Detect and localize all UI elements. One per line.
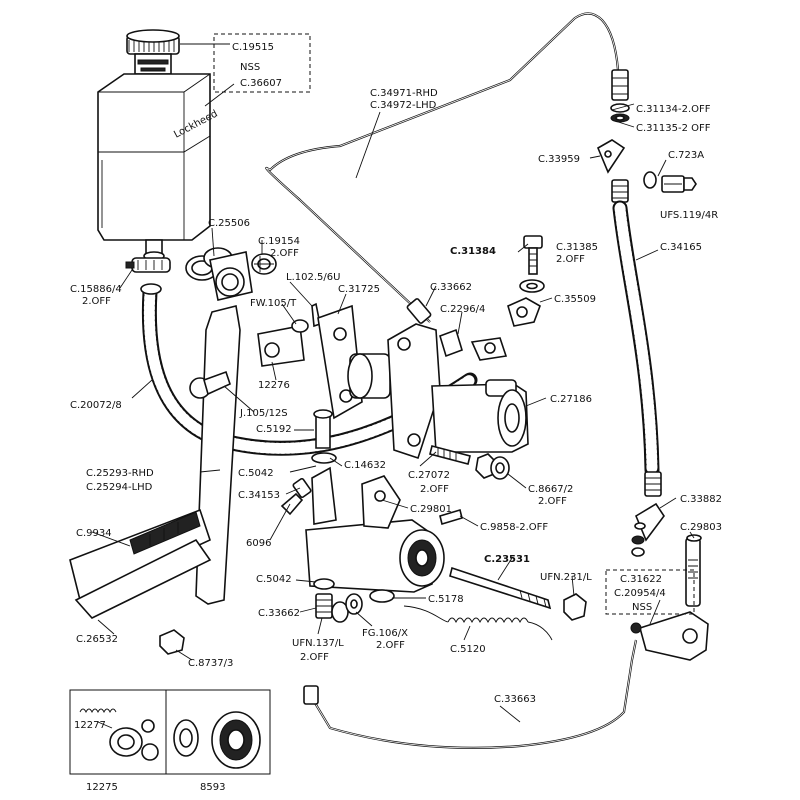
push-rod: [449, 566, 552, 610]
bleed-screw: [280, 477, 312, 516]
label-return-spring: C.5120: [450, 644, 486, 655]
label-union: C.33662: [430, 282, 472, 293]
label-nut3: UFN.137/L: [292, 638, 344, 649]
label-kit-a: 12275: [86, 782, 118, 793]
fluid-reservoir: Lockheed: [97, 29, 220, 261]
pipe-bracket: [596, 139, 626, 174]
label-kit-b: 8593: [200, 782, 225, 793]
label-pipe-long-lhd: C.34972-LHD: [370, 100, 437, 111]
pedal-bushes: [185, 247, 277, 301]
label-seal-b: C.14632: [344, 460, 386, 471]
hose-bracket: [631, 502, 665, 557]
leader-lines: [91, 103, 695, 729]
label-pedal-rhd: C.25293-RHD: [86, 468, 154, 479]
label-rod: C.29803: [680, 522, 722, 533]
slave-cylinder: [305, 466, 445, 593]
slave-union: [313, 578, 363, 623]
label-pipe-long-rhd: C.34971-RHD: [370, 88, 438, 99]
nss-group-box-bottom: [605, 569, 695, 615]
slave-push-rod: [685, 534, 702, 607]
label-nut-qty: 2.OFF: [538, 496, 567, 507]
pipe-washers: [610, 103, 630, 123]
label-boot: C.31622: [620, 574, 662, 585]
long-pipe: [265, 12, 629, 324]
label-clip: C.33959: [538, 154, 580, 165]
label-washer-fg: FG.106/X: [362, 628, 408, 639]
lock-nut: [563, 593, 587, 621]
label-bleed: 6096: [246, 538, 271, 549]
label-fork: 12276: [258, 380, 290, 391]
clevis-pin: [189, 370, 231, 399]
label-nut: C.8667/2: [528, 484, 573, 495]
label-kit-a-top: 12277: [74, 720, 106, 731]
hose-clip: [125, 257, 171, 273]
bolt-and-washer: [643, 171, 697, 193]
label-nss-bottom: NSS: [632, 602, 652, 613]
label-pin2: J.105/12S: [239, 408, 288, 419]
label-washer-a: C.31134-2.OFF: [636, 104, 711, 115]
label-push-rod: C.23531: [484, 554, 530, 565]
label-bush3: C.8737/3: [188, 658, 233, 669]
label-spring-pin: C.9858-2.OFF: [480, 522, 548, 533]
label-yoke: C.20954/4: [614, 588, 666, 599]
label-bush2-qty: 2.OFF: [270, 248, 299, 259]
label-seal-d: C.5042: [256, 574, 292, 585]
master-cylinder: [387, 323, 529, 460]
clevis-yoke: [630, 611, 709, 661]
slave-washer: [369, 589, 395, 603]
label-slave-pipe: C.5192: [256, 424, 292, 435]
label-pad: C.9934: [76, 528, 112, 539]
label-pedal-lhd: C.25294-LHD: [86, 482, 153, 493]
label-nss-top: NSS: [240, 62, 260, 73]
part-labels: C.19515 NSS C.36607 C.34971-RHD C.34972-…: [70, 42, 722, 793]
flexible-hose: [611, 179, 662, 497]
label-bush2: C.19154: [258, 236, 300, 247]
label-master-body: C.31725: [338, 284, 380, 295]
label-union3: C.33662: [258, 608, 300, 619]
label-hose-res: C.20072/8: [70, 400, 122, 411]
label-seal-a: C.5042: [238, 468, 274, 479]
label-cap: C.19515: [232, 42, 274, 53]
pedal-bush: [159, 629, 185, 655]
label-stud-qty: 2.OFF: [420, 484, 449, 495]
label-pipe-lower: C.33663: [494, 694, 536, 705]
label-banjo-bolt-qty: 2.OFF: [556, 254, 585, 265]
pedal-fork: [257, 319, 309, 367]
master-cylinder-body: [317, 304, 391, 420]
label-clip2: C.33882: [680, 494, 722, 505]
label-hose-clip-qty: 2.OFF: [82, 296, 111, 307]
label-bush: C.25506: [208, 218, 250, 229]
label-hose-clip: C.15886/4: [70, 284, 122, 295]
slave-feed-pipe: [311, 409, 337, 464]
label-union2: C.35509: [554, 294, 596, 305]
label-slave-cyl: C.29801: [410, 504, 452, 515]
label-washer-b: C.31135-2 OFF: [636, 123, 711, 134]
label-pipe-clip: C.2296/4: [440, 304, 485, 315]
label-reservoir: C.36607: [240, 78, 282, 89]
label-nut2: UFN.231/L: [540, 572, 592, 583]
label-banjo-bolt: C.31385: [556, 242, 598, 253]
label-pin: L.102.5/6U: [286, 272, 340, 283]
return-spring: [403, 605, 553, 641]
label-seal-c: C.34153: [238, 490, 280, 501]
label-banjo: C.31384: [450, 246, 496, 257]
label-nut3-qty: 2.OFF: [300, 652, 329, 663]
label-stud: C.27072: [408, 470, 450, 481]
label-pedal-rubber: C.26532: [76, 634, 118, 645]
label-washer-c: C.723A: [668, 150, 704, 161]
label-flex-hose: C.34165: [660, 242, 702, 253]
pipe-clip: [439, 328, 508, 361]
label-bolt: UFS.119/4R: [660, 210, 718, 221]
label-washer-fg-qty: 2.OFF: [376, 640, 405, 651]
spring-pin: [439, 508, 463, 526]
lower-pipe: [303, 639, 638, 749]
banjo-union: [507, 235, 545, 327]
label-washer-d: C.5178: [428, 594, 464, 605]
stud-and-nut: [429, 445, 510, 480]
repair-kits: [69, 689, 271, 775]
label-master-cyl: C.27186: [550, 394, 592, 405]
label-washer-fw: FW.105/T: [250, 298, 297, 309]
